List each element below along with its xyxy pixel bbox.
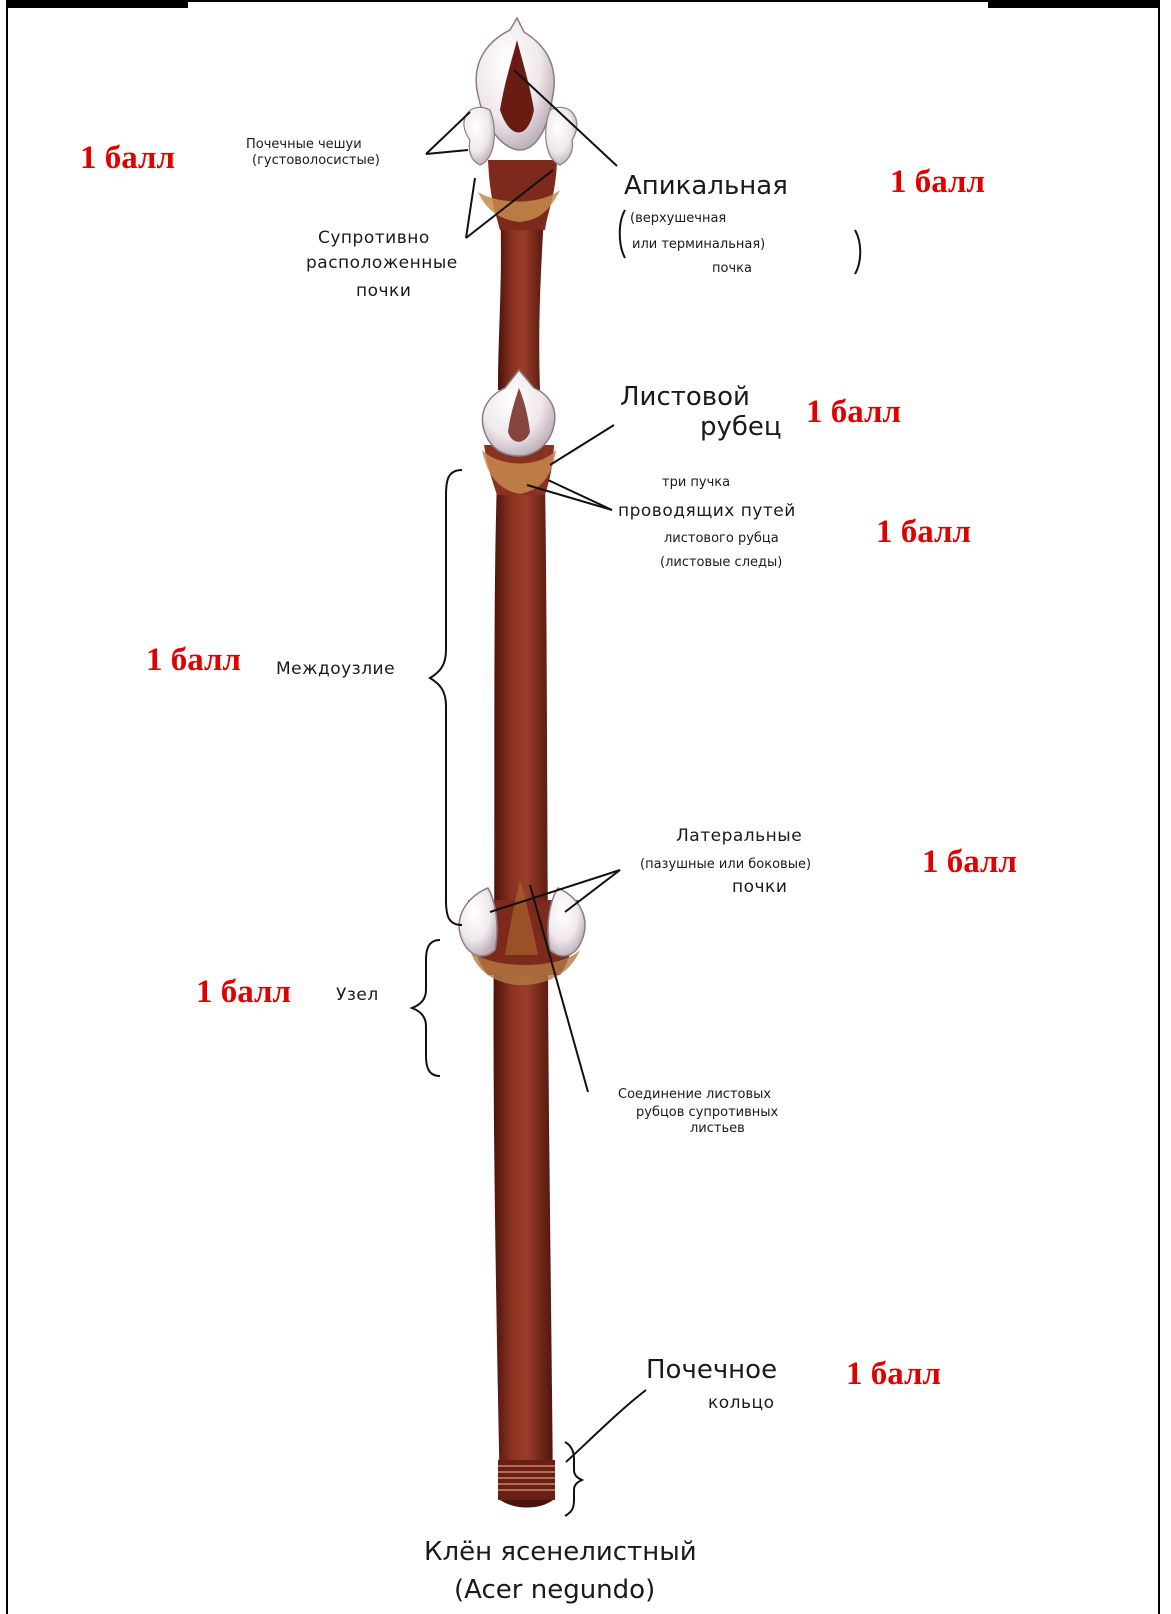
label-bundles-4: (листовые следы) bbox=[660, 555, 782, 570]
score-lateral: 1 балл bbox=[922, 844, 1017, 880]
label-apical-2: (верхушечная bbox=[630, 211, 726, 226]
label-bundles-2: проводящих путей bbox=[618, 501, 796, 521]
score-bud-scales: 1 балл bbox=[80, 140, 175, 176]
score-apical: 1 балл bbox=[890, 164, 985, 200]
species-latin: (Acer negundo) bbox=[454, 1575, 655, 1605]
internode-brace bbox=[430, 470, 462, 925]
label-bud-ring-2: кольцо bbox=[708, 1393, 775, 1413]
label-bud-ring-1: Почечное bbox=[646, 1355, 777, 1385]
species-name: Клён ясенелистный bbox=[424, 1537, 697, 1567]
label-lateral-2: (пазушные или боковые) bbox=[640, 857, 811, 872]
bud-ring-bands bbox=[498, 1460, 555, 1508]
label-bundles-1: три пучка bbox=[662, 475, 730, 490]
label-apical-3: или терминальная) bbox=[632, 237, 765, 252]
label-apical-4: почка bbox=[712, 261, 752, 276]
label-opposite-3: почки bbox=[356, 281, 411, 301]
twig-stem bbox=[468, 160, 579, 1500]
label-junction-2: рубцов супротивных bbox=[636, 1105, 779, 1120]
label-opposite-1: Супротивно bbox=[318, 228, 430, 248]
label-lateral-1: Латеральные bbox=[676, 826, 802, 846]
label-junction-3: листьев bbox=[690, 1121, 745, 1136]
score-node: 1 балл bbox=[196, 974, 291, 1010]
label-bud-scales-1: Почечные чешуи bbox=[246, 137, 362, 152]
apical-bud bbox=[464, 18, 577, 165]
score-leaf-scar: 1 балл bbox=[806, 394, 901, 430]
axillary-bud-mid bbox=[482, 370, 554, 456]
label-leaf-scar-1: Листовой bbox=[620, 382, 750, 412]
label-internode: Междоузлие bbox=[276, 659, 395, 679]
label-lateral-3: почки bbox=[732, 877, 787, 897]
label-apical-1: Апикальная bbox=[624, 171, 788, 201]
bud-ring-brace bbox=[565, 1442, 582, 1516]
apical-paren-right bbox=[855, 230, 860, 274]
label-bud-scales-2: (густоволосистые) bbox=[252, 153, 380, 168]
label-opposite-2: расположенные bbox=[306, 253, 458, 273]
score-internode: 1 балл bbox=[146, 642, 241, 678]
lateral-bud-left bbox=[459, 888, 497, 956]
apical-paren-left bbox=[620, 210, 625, 258]
score-bud-ring: 1 балл bbox=[846, 1356, 941, 1392]
label-node: Узел bbox=[336, 985, 379, 1005]
label-leaf-scar-2: рубец bbox=[700, 412, 782, 442]
label-bundles-3: листового рубца bbox=[664, 531, 779, 546]
lateral-bud-right bbox=[548, 888, 585, 956]
score-bundles: 1 балл bbox=[876, 514, 971, 550]
label-junction-1: Соединение листовых bbox=[618, 1087, 771, 1102]
node-brace bbox=[412, 940, 440, 1076]
